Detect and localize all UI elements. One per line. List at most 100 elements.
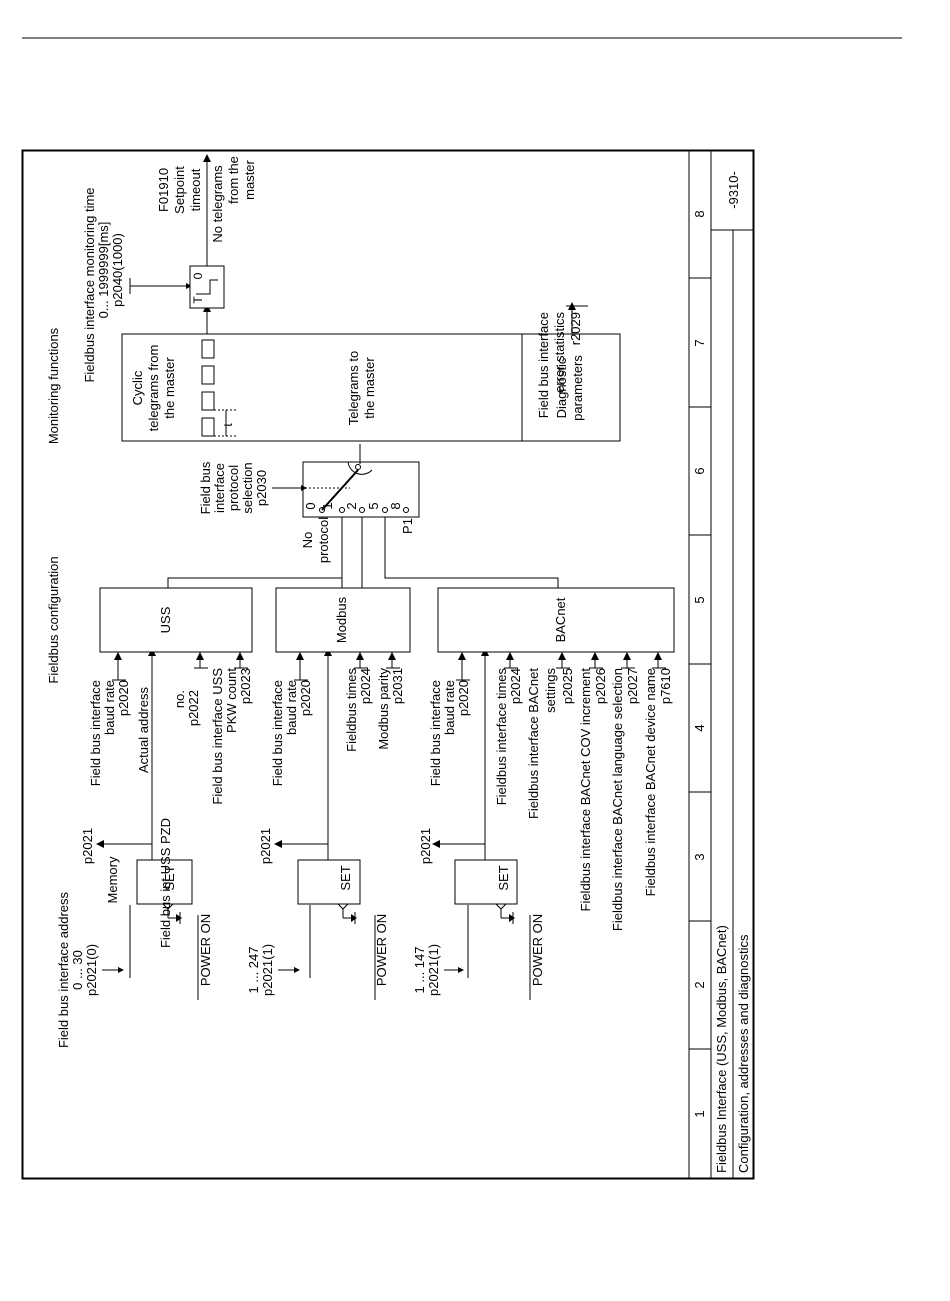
diagram-title: Fieldbus Interface (USS, Modbus, BACnet) (714, 925, 729, 1173)
bacnet-input-label-2: Fieldbus interface times (494, 668, 509, 806)
protocol-pos-5: 5 (366, 502, 381, 509)
modbus-address-param: p2021(1) (260, 944, 275, 996)
uss-memory-label: Memory (105, 856, 120, 903)
no-telegrams-1: No telegrams (210, 165, 225, 243)
uss-input-param-3: p2023 (238, 668, 253, 704)
protocol-switch-blade (321, 469, 359, 511)
bacnet-input-param-4: p2026 (593, 668, 608, 704)
fault-f01910: F01910 (156, 168, 171, 212)
uss-input-label-3a: Field bus interface USS (210, 668, 225, 805)
bacnet-block (437, 587, 675, 653)
grid-col-7: 7 (692, 339, 707, 346)
bacnet-input-label-6: Fieldbus interface BACnet device name (643, 668, 658, 896)
uss-input-label-1a: Field bus interface (88, 680, 103, 786)
telegram-pulse-4 (201, 417, 215, 437)
modbus-input-label-1a: Field bus interface (270, 680, 285, 786)
uss-block (99, 587, 253, 653)
bacnet-set-label: SET (496, 865, 511, 890)
modbus-input-param-1: p2020 (298, 680, 313, 716)
modbus-input-param-3: p2031 (390, 668, 405, 704)
bacnet-input-label-3b: settings (543, 668, 558, 713)
monitoring-range: 0... 1999999[ms] (96, 222, 111, 319)
timer-0: 0 (191, 272, 205, 279)
protocol-p1: P1 (400, 518, 415, 534)
grid-col-1: 1 (692, 1110, 707, 1117)
grid-col-3: 3 (692, 853, 707, 860)
timer-t: T (191, 296, 205, 304)
grid-col-6: 6 (692, 467, 707, 474)
bacnet-block-label: BACnet (553, 597, 568, 642)
cyclic-telegrams-1: Cyclic (130, 370, 145, 405)
bacnet-input-label-5: Fieldbus interface BACnet language selec… (610, 668, 625, 931)
no-telegrams-2: from the (226, 156, 241, 204)
bacnet-address-range: 1 ... 147 (412, 947, 427, 994)
bacnet-input-param-6: p7610 (658, 668, 673, 704)
uss-address-param: p2021(0) (84, 944, 99, 996)
diag-error-stats-2: error statistics (552, 312, 567, 393)
uss-block-label: USS (158, 606, 173, 633)
uss-power-on: POWER ON (198, 914, 213, 986)
uss-address-range: 0 ... 30 (70, 950, 85, 990)
protocol-pos-0: 0 (303, 502, 318, 509)
bacnet-input-label-1b: baud rate (442, 680, 457, 735)
diagnostics-output: Field bus interface error statistics r20… (536, 302, 588, 418)
bacnet-power-on: POWER ON (530, 914, 545, 986)
monitoring-timer: Fieldbus interface monitoring time 0... … (82, 154, 257, 383)
uss-input-param-1: p2020 (116, 680, 131, 716)
bacnet-p2021-out: p2021 (418, 828, 433, 864)
uss-input-param-2: p2022 (186, 690, 201, 726)
diag-error-stats-1: Field bus interface (536, 312, 551, 418)
cyclic-telegrams-2: telegrams from (146, 345, 161, 432)
grid-col-8: 8 (692, 210, 707, 217)
uss-input-label-1b: baud rate (102, 680, 117, 735)
uss-address-title: Field bus interface address (56, 891, 71, 1048)
bacnet-input-label-3a: Fieldbus interface BACnet (526, 668, 541, 819)
modbus-p2021-out: p2021 (258, 828, 273, 864)
protocol-pos-2: 2 (344, 502, 359, 509)
modbus-power-on: POWER ON (374, 914, 389, 986)
protocol-pos-8: 8 (388, 502, 403, 509)
modbus-input-label-2: Fieldbus times (344, 668, 359, 752)
modbus-input-label-3: Modbus parity (376, 668, 391, 750)
bacnet-input-param-3: p2025 (560, 668, 575, 704)
diagnostic-params-1: Diagnostic (554, 357, 569, 418)
bacnet-set-latch (454, 859, 518, 905)
protocol-title-4: selection (240, 462, 255, 513)
sheet-number: -9310- (726, 171, 741, 209)
monitoring-title: Fieldbus interface monitoring time (82, 187, 97, 382)
diagram-frame (21, 149, 755, 1180)
grid-col-5: 5 (692, 596, 707, 603)
modbus-input-param-2: p2024 (358, 668, 373, 704)
bacnet-address-param: p2021(1) (426, 944, 441, 996)
diagnostic-params-2: parameters (570, 355, 585, 421)
diag-error-param: r2029 (568, 312, 583, 345)
bacnet-input-param-1: p2020 (456, 680, 471, 716)
protocol-param: p2030 (254, 470, 269, 506)
no-protocol-1: No (300, 532, 315, 549)
uss-input-label-3b: PKW count (224, 668, 239, 733)
uss-actual-address: Actual address (136, 687, 151, 773)
telegram-pulse-3 (201, 391, 215, 411)
telegrams-to-master-2: the master (362, 357, 377, 419)
section-monitoring-functions: Monitoring functions (46, 327, 61, 444)
protocol-title-2: interface (212, 463, 227, 513)
uss-configuration: Field bus interface address 0 ... 30 p20… (56, 587, 253, 1048)
uss-input-label-2b: no. (172, 690, 187, 708)
cyclic-telegrams-3: the master (162, 357, 177, 419)
modbus-input-label-1b: baud rate (284, 680, 299, 735)
modbus-set-label: SET (338, 865, 353, 890)
uss-set-latch (136, 859, 193, 905)
grid-ticks (689, 277, 711, 1050)
no-telegrams-3: master (242, 159, 257, 199)
modbus-block (275, 587, 411, 653)
modbus-address-range: 1 ... 247 (246, 947, 261, 994)
protocol-title-1: Field bus (198, 461, 213, 514)
telegram-block: Cyclic telegrams from the master t Teleg… (121, 333, 621, 442)
monitoring-param: p2040(1000) (110, 233, 125, 307)
fault-setpoint: Setpoint (172, 166, 187, 214)
grid-col-2: 2 (692, 981, 707, 988)
protocol-pos-1: 1 (320, 502, 335, 509)
diagram-subtitle: Configuration, addresses and diagnostics (736, 934, 751, 1173)
telegrams-to-master-1: Telegrams to (346, 351, 361, 425)
